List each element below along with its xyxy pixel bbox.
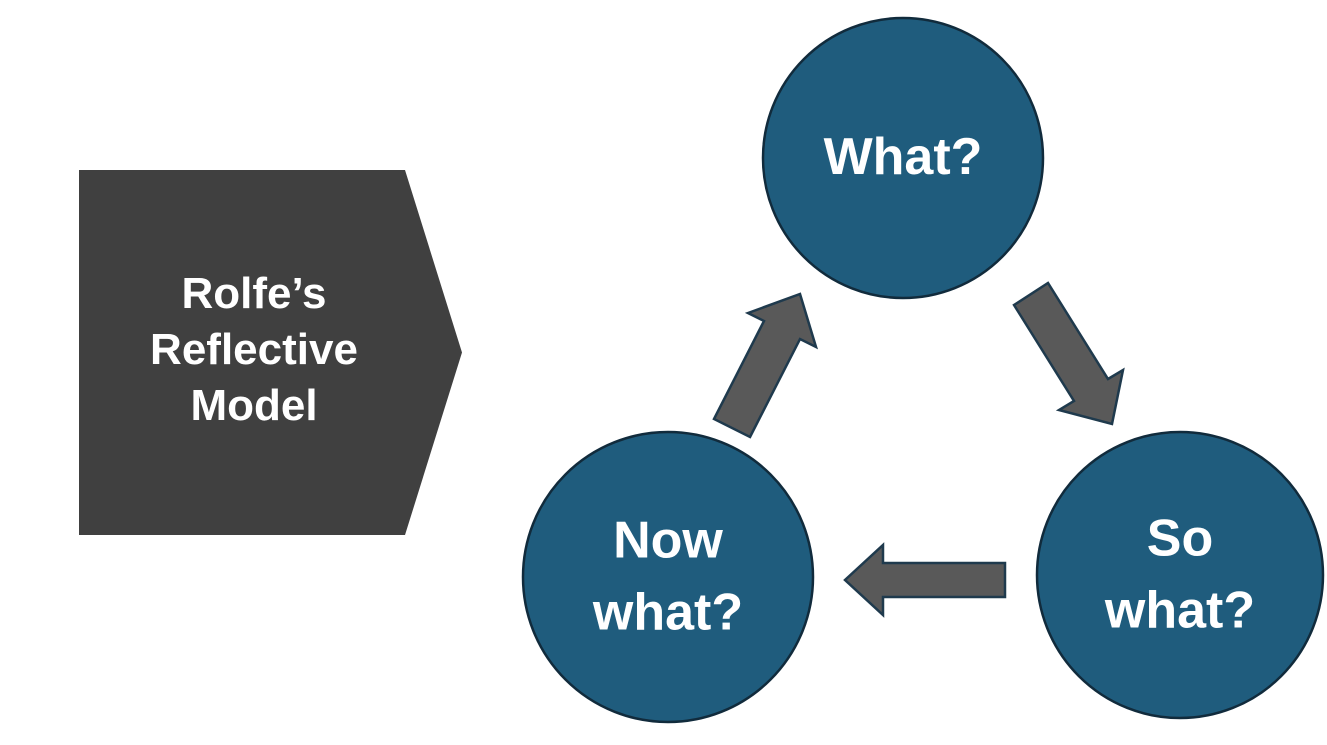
circle-label-line: What? xyxy=(823,128,983,187)
circle-now-what xyxy=(521,430,815,724)
arrow-what-to-so-what xyxy=(1012,281,1125,426)
banner-title-line: Reflective xyxy=(150,325,358,375)
circle-label-what: What? xyxy=(824,122,983,194)
arrow-now-what-to-what xyxy=(712,292,819,439)
circle-label-line: So xyxy=(1146,509,1214,568)
circle-what xyxy=(761,16,1045,300)
circle-label-line: what? xyxy=(592,583,744,641)
banner-pentagon-shape xyxy=(79,170,462,535)
circle-label-line: Now xyxy=(613,511,723,570)
circle-label-now-what: Now what? xyxy=(593,505,743,649)
circle-label-line: what? xyxy=(1104,581,1256,639)
arrow-so-what-to-now-what xyxy=(843,542,1007,618)
banner-title: Rolfe’s Reflective Model xyxy=(150,266,358,434)
banner-title-line: Model xyxy=(190,380,318,430)
circle-so-what xyxy=(1035,430,1325,720)
banner-title-line: Rolfe’s xyxy=(181,269,327,319)
circle-label-so-what: So what? xyxy=(1105,503,1255,647)
